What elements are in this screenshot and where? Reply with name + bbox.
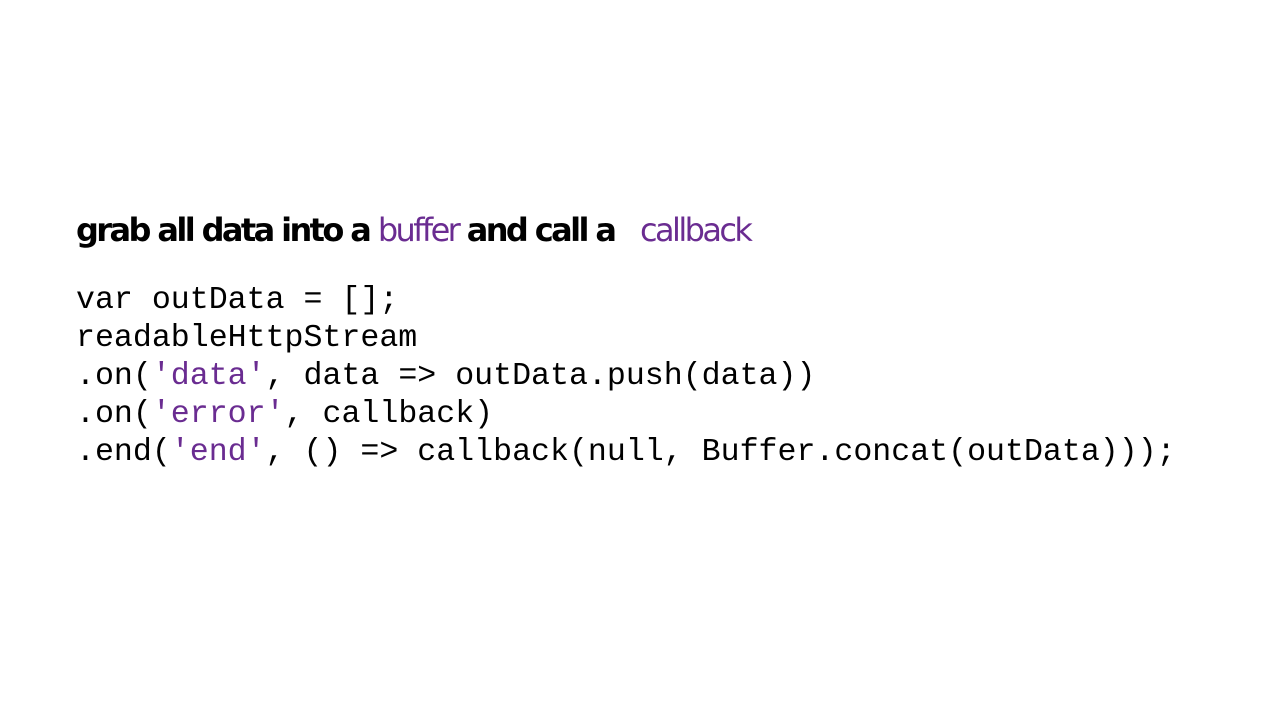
code-line-3-post: , data => outData.push(data)) bbox=[265, 359, 816, 394]
code-line-5-post: , () => callback(null, Buffer.concat(out… bbox=[265, 435, 1176, 470]
code-line-3-string: 'data' bbox=[151, 359, 266, 394]
code-line-3: .on('data', data => outData.push(data)) bbox=[76, 358, 1176, 396]
heading-callback-highlight: callback bbox=[640, 211, 753, 249]
code-line-4: .on('error', callback) bbox=[76, 396, 1176, 434]
code-line-5-pre: .end( bbox=[76, 435, 171, 470]
heading-text-part1: grab all data into a bbox=[76, 211, 378, 249]
code-line-2: readableHttpStream bbox=[76, 321, 418, 356]
code-line-5-string: 'end' bbox=[170, 435, 266, 470]
code-line-4-string: 'error' bbox=[151, 397, 285, 432]
code-line-3-pre: .on( bbox=[76, 359, 152, 394]
code-line-4-pre: .on( bbox=[76, 397, 152, 432]
code-line-5: .end('end', () => callback(null, Buffer.… bbox=[76, 434, 1176, 472]
code-line-1: var outData = []; bbox=[76, 283, 399, 318]
heading-text-part2: and call a bbox=[458, 211, 641, 249]
slide-heading: grab all data into a buffer and call a c… bbox=[76, 204, 753, 256]
code-block: var outData = [];readableHttpStream.on('… bbox=[76, 282, 1176, 472]
code-line-4-post: , callback) bbox=[284, 397, 494, 432]
heading-buffer-highlight: buffer bbox=[377, 211, 461, 249]
